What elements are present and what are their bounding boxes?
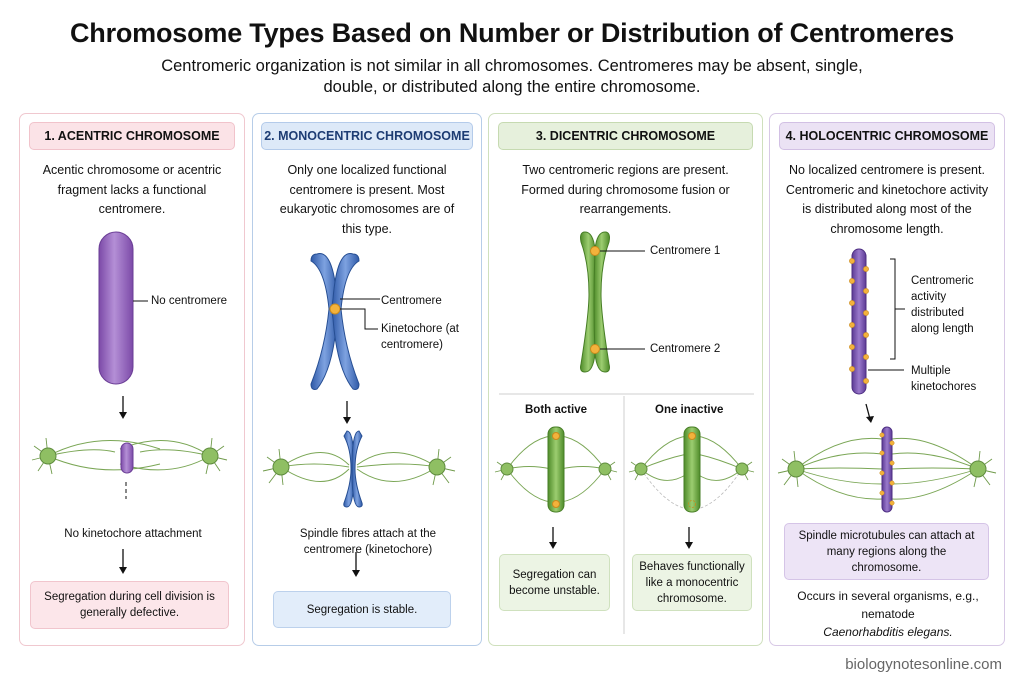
monocentric-chromosome-diagram [262,253,456,577]
description-acentric: Acentic chromosome or acentric fragment … [42,163,222,216]
label-spindle-attach: Spindle fibres attach at the centromere … [299,528,437,556]
case-one-inactive: One inactive [655,404,724,416]
result-holocentric: Spindle microtubules can attach at many … [784,523,989,580]
label-centromere-2: Centromere 2 [650,343,721,355]
label-kinetochore: Kinetochore (at centromere) [381,323,459,351]
result-acentric: Segregation during cell division is gene… [30,581,229,629]
label-centromere: Centromere [381,295,442,307]
page-title: Chromosome Types Based on Number or Dist… [69,18,955,48]
heading-dicentric: 3. DICENTRIC CHROMOSOME [498,122,753,150]
result-both-active: Segregation can become unstable. [499,554,610,611]
heading-acentric: 1. ACENTRIC CHROMOSOME [29,122,235,150]
result-monocentric: Segregation is stable. [273,591,451,628]
watermark: biologynotesonline.com [845,656,1002,673]
description-monocentric: Only one localized functional centromere… [279,163,455,236]
case-both-active: Both active [525,404,587,416]
acentric-chromosome-diagram [31,231,228,574]
note-organisms: Occurs in several organisms, e.g., nemat… [790,587,986,641]
description-holocentric: No localized centromere is present. Cent… [785,163,989,236]
label-multiple-kinetochores: Multiple kinetochores [911,365,977,393]
result-one-inactive: Behaves functionally like a monocentric … [632,554,752,611]
note-organisms-text: Occurs in several organisms, e.g., nemat… [797,589,979,621]
dicentric-chromosome-diagram [494,231,755,634]
label-centromere-1: Centromere 1 [650,245,721,257]
label-centromeric-activity: Centromeric activity distributed along l… [911,275,974,335]
label-no-centromere: No centromere [151,295,228,307]
panel-dicentric: 3. DICENTRIC CHROMOSOME Two centromeric … [488,113,763,646]
note-species: Caenorhabditis elegans. [823,625,953,639]
label-no-kinetochore-attachment: No kinetochore attachment [64,528,202,540]
panel-acentric: 1. ACENTRIC CHROMOSOME Acentic chromosom… [19,113,245,646]
panel-holocentric: 4. HOLOCENTRIC CHROMOSOME No localized c… [769,113,1005,646]
panel-monocentric: 2. MONOCENTRIC CHROMOSOME Only one local… [252,113,482,646]
description-dicentric: Two centromeric regions are present. For… [521,163,730,216]
heading-holocentric: 4. HOLOCENTRIC CHROMOSOME [779,122,995,150]
heading-monocentric: 2. MONOCENTRIC CHROMOSOME [261,122,473,150]
holocentric-chromosome-diagram [777,248,997,513]
page-subtitle: Centromeric organization is not similar … [161,57,863,96]
